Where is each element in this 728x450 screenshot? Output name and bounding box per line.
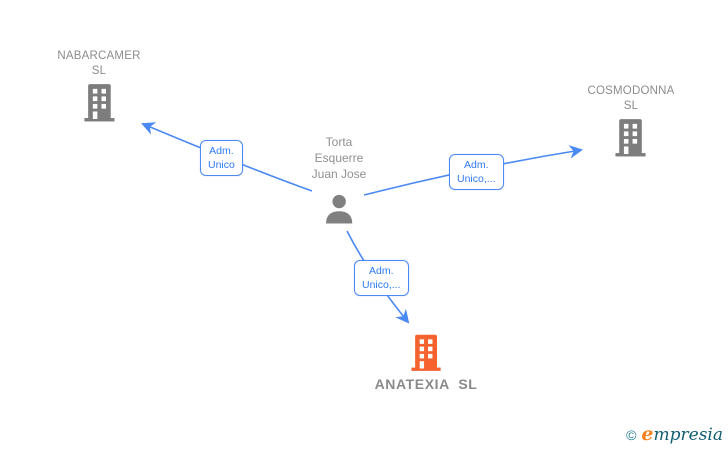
empresia-watermark: © empresia — [626, 423, 723, 445]
node-anatexia[interactable]: ANATEXIA SL — [375, 334, 478, 392]
node-person-torta-esquerre[interactable]: Torta Esquerre Juan Jose — [311, 134, 367, 224]
node-cosmodonna[interactable]: COSMODONNA SL — [588, 84, 675, 157]
copyright-icon: © — [626, 427, 637, 443]
node-nabarcamer-label-line1: NABARCAMER — [57, 50, 141, 62]
edge-label-adm-unico-cosmodonna[interactable]: Adm. Unico,... — [449, 154, 504, 190]
edge-label-line2: Unico,... — [362, 279, 401, 291]
edge-label-line1: Adm. — [209, 145, 234, 157]
brand-text: mpresia — [653, 425, 724, 445]
node-nabarcamer-label-line2: SL — [91, 65, 107, 77]
edge-label-line1: Adm. — [464, 159, 489, 171]
building-icon — [615, 119, 647, 157]
node-nabarcamer[interactable]: NABARCAMER SL — [57, 49, 140, 122]
building-icon — [83, 84, 115, 122]
edge-label-line2: Unico — [208, 159, 235, 171]
edge-label-line1: Adm. — [369, 265, 394, 277]
person-label-line1: Torta — [325, 135, 353, 149]
edge-label-line2: Unico,... — [457, 173, 496, 185]
edge-label-adm-unico-anatexia[interactable]: Adm. Unico,... — [354, 260, 409, 296]
edge-label-adm-unico-nabarcamer[interactable]: Adm. Unico — [200, 140, 243, 176]
person-label-line3: Juan Jose — [311, 167, 367, 181]
person-label-line2: Esquerre — [314, 151, 364, 165]
person-icon — [325, 194, 353, 224]
node-cosmodonna-label-line2: SL — [623, 100, 639, 112]
node-cosmodonna-label-line1: COSMODONNA — [587, 85, 675, 97]
node-anatexia-label: ANATEXIA SL — [374, 376, 478, 392]
building-icon — [411, 334, 441, 371]
brand-initial: e — [641, 423, 654, 445]
